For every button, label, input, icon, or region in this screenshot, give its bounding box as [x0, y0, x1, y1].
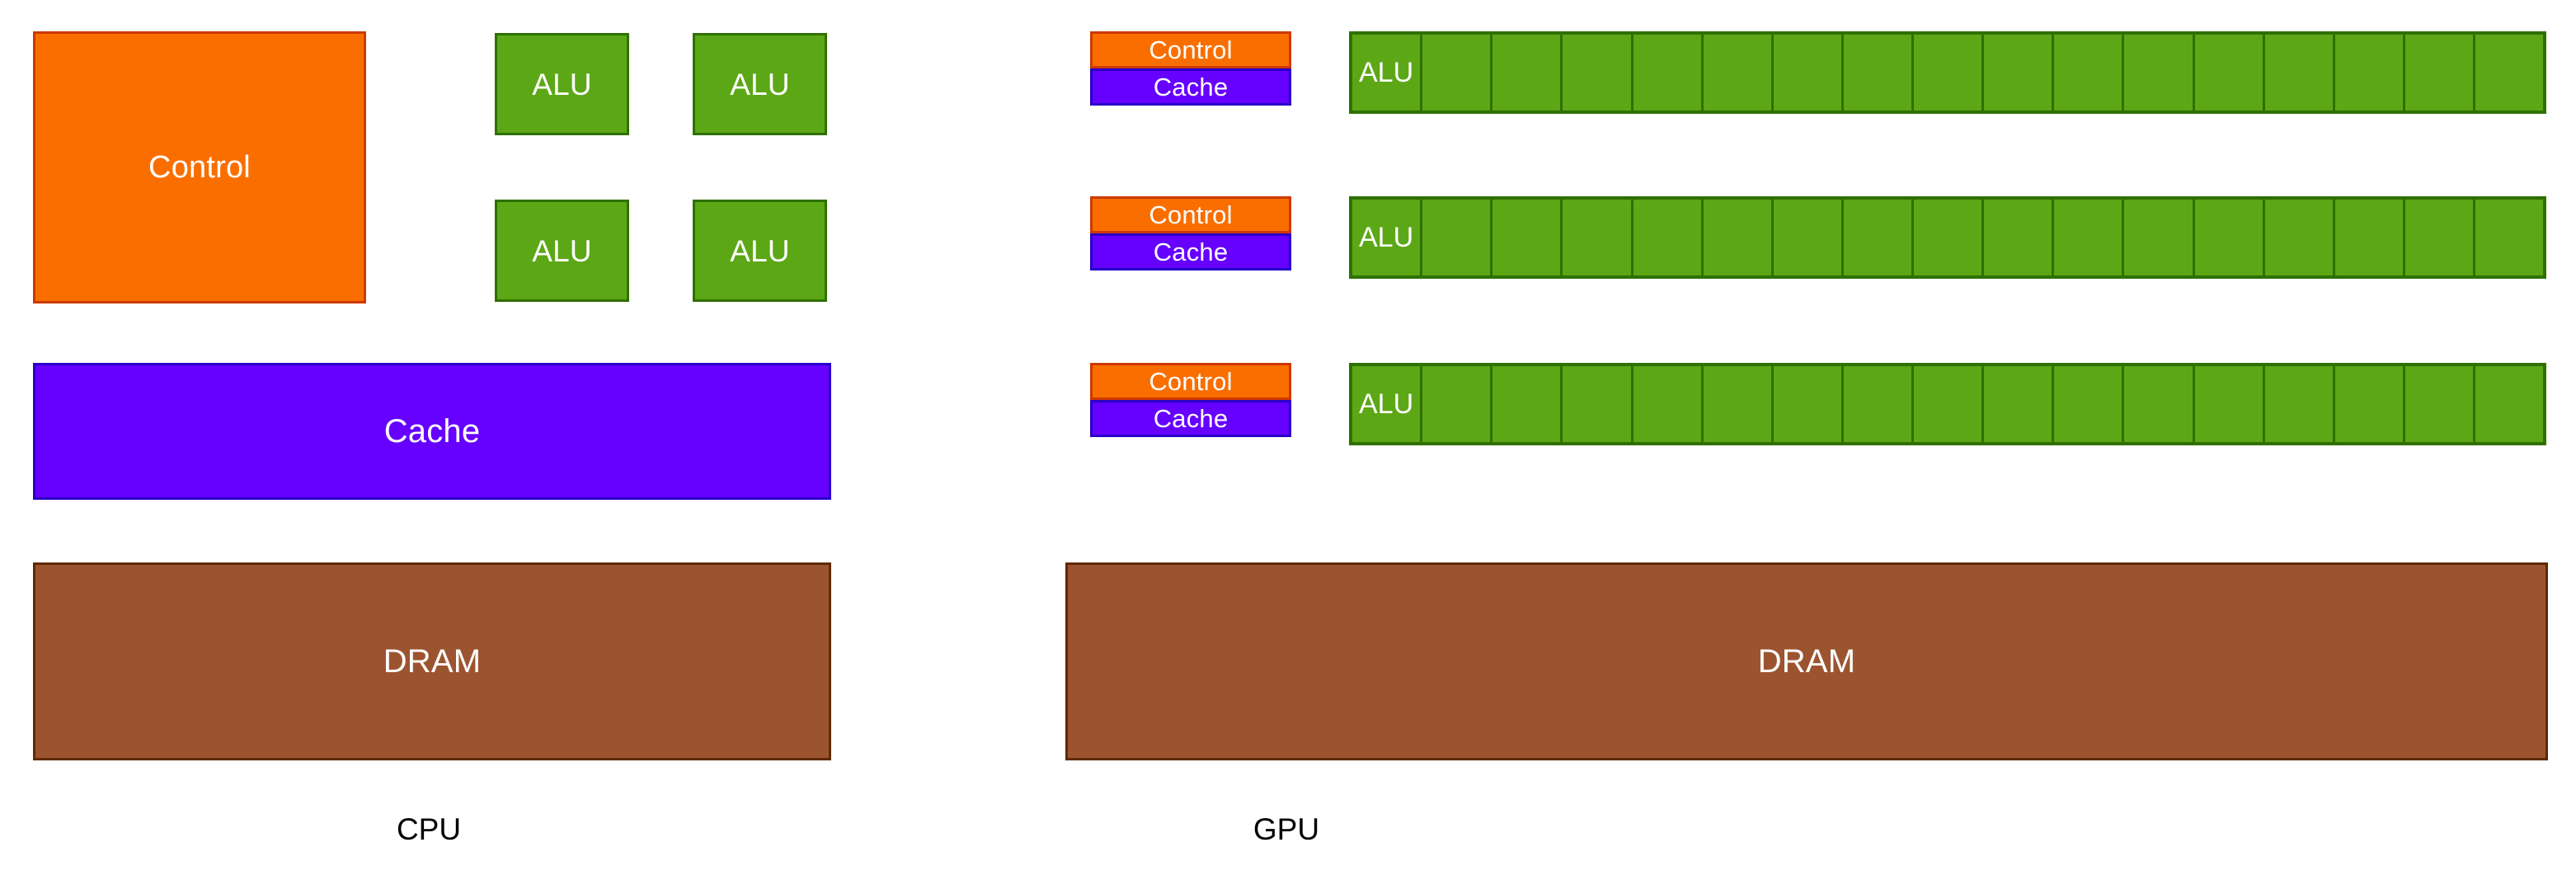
gpu-alu-cell: [1914, 200, 1985, 275]
gpu-alu-cell: [2194, 35, 2265, 111]
cpu-alu-block-2: ALU: [693, 33, 827, 135]
gpu-control-cache-stack-1: Control Cache: [1090, 31, 1291, 106]
cpu-alu-block-3: ALU: [495, 200, 629, 302]
gpu-alu-cell: [1492, 366, 1563, 442]
gpu-alu-cell: [1984, 35, 2055, 111]
gpu-alu-cell: [2124, 366, 2195, 442]
gpu-alu-cell: [2334, 366, 2405, 442]
gpu-alu-cell: [2194, 366, 2265, 442]
gpu-alu-cell: [1492, 35, 1563, 111]
gpu-alu-cell: [2334, 200, 2405, 275]
gpu-control-cache-stack-2: Control Cache: [1090, 196, 1291, 271]
gpu-control-block-3: Control: [1090, 363, 1291, 400]
gpu-cache-block-2: Cache: [1090, 233, 1291, 271]
gpu-cache-block-1: Cache: [1090, 68, 1291, 106]
gpu-alu-cell: [1633, 200, 1704, 275]
gpu-alu-cell: [1563, 35, 1634, 111]
gpu-alu-cell: [2264, 35, 2335, 111]
gpu-alu-cell: [1422, 35, 1493, 111]
cpu-alu-block-1: ALU: [495, 33, 629, 135]
gpu-alu-cell: [1914, 35, 1985, 111]
gpu-alu-cell: [2124, 200, 2195, 275]
gpu-alu-cell: ALU: [1352, 35, 1423, 111]
gpu-alu-cell: [2475, 366, 2544, 442]
gpu-alu-cell: [2404, 200, 2475, 275]
gpu-cache-block-3: Cache: [1090, 400, 1291, 437]
cpu-control-block: Control: [33, 31, 366, 303]
gpu-alu-row-1: ALU: [1349, 31, 2546, 114]
gpu-alu-cell: [1773, 366, 1844, 442]
gpu-alu-cell: [1492, 200, 1563, 275]
gpu-control-block-1: Control: [1090, 31, 1291, 68]
gpu-alu-cell: [2334, 35, 2405, 111]
gpu-control-block-2: Control: [1090, 196, 1291, 233]
gpu-alu-cell: [2054, 366, 2125, 442]
gpu-alu-cell: [1984, 200, 2055, 275]
gpu-alu-cell: [1633, 35, 1704, 111]
gpu-alu-cell: [2264, 200, 2335, 275]
gpu-alu-cell: [1914, 366, 1985, 442]
gpu-alu-cell: [2054, 35, 2125, 111]
gpu-alu-cell: [1773, 35, 1844, 111]
gpu-alu-cell: [1633, 366, 1704, 442]
gpu-alu-cell: [2054, 200, 2125, 275]
cpu-alu-block-4: ALU: [693, 200, 827, 302]
gpu-dram-block: DRAM: [1065, 562, 2548, 760]
gpu-alu-cell: [2475, 200, 2544, 275]
gpu-alu-row-3: ALU: [1349, 363, 2546, 445]
gpu-caption: GPU: [1253, 812, 1320, 846]
cpu-cache-block: Cache: [33, 363, 831, 500]
gpu-alu-cell: [1703, 35, 1774, 111]
gpu-alu-cell: [1843, 35, 1914, 111]
gpu-alu-cell: [1563, 200, 1634, 275]
gpu-alu-cell: [2475, 35, 2544, 111]
gpu-alu-cell: [1703, 366, 1774, 442]
gpu-alu-cell: [1984, 366, 2055, 442]
gpu-alu-cell: [2404, 35, 2475, 111]
gpu-alu-cell: [1843, 366, 1914, 442]
gpu-alu-cell: ALU: [1352, 200, 1423, 275]
cpu-dram-block: DRAM: [33, 562, 831, 760]
gpu-alu-cell: ALU: [1352, 366, 1423, 442]
gpu-alu-cell: [2124, 35, 2195, 111]
gpu-alu-cell: [1422, 200, 1493, 275]
gpu-alu-cell: [1843, 200, 1914, 275]
gpu-alu-cell: [1563, 366, 1634, 442]
gpu-alu-cell: [2404, 366, 2475, 442]
gpu-alu-cell: [1422, 366, 1493, 442]
gpu-alu-cell: [2264, 366, 2335, 442]
gpu-alu-row-2: ALU: [1349, 196, 2546, 279]
gpu-alu-cell: [1703, 200, 1774, 275]
gpu-alu-cell: [1773, 200, 1844, 275]
gpu-alu-cell: [2194, 200, 2265, 275]
cpu-caption: CPU: [396, 812, 462, 846]
gpu-control-cache-stack-3: Control Cache: [1090, 363, 1291, 437]
